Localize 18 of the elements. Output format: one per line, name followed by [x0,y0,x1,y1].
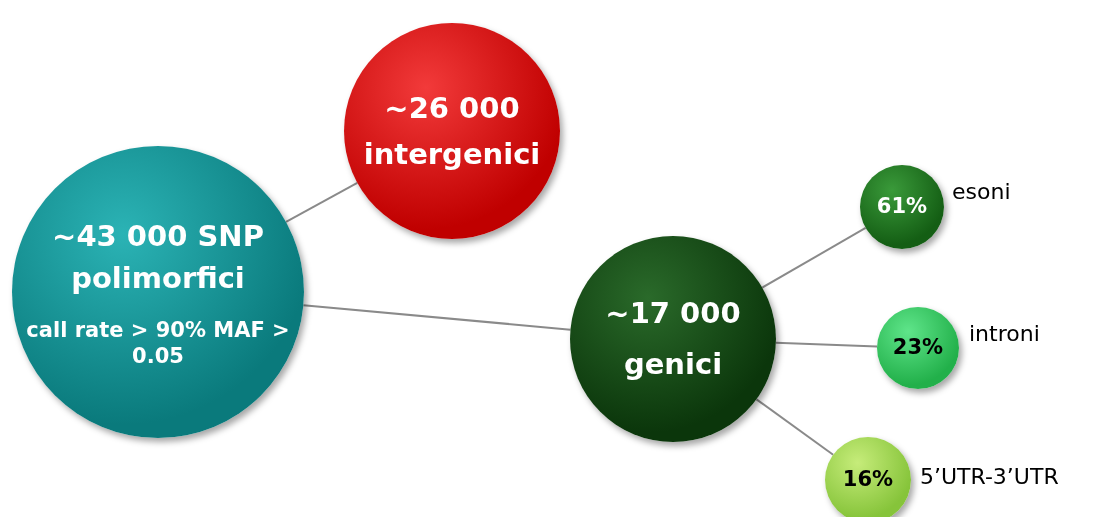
node-text: ~43 000 SNP polimorfici [51,217,265,297]
node-subtext: call rate > 90% MAF > 0.05 [25,316,291,370]
connector-line [761,227,867,289]
node-caption: introni [969,321,1040,346]
connector-line [285,181,359,223]
node-text: 61% [876,194,928,220]
circle-node [860,165,944,249]
node-text: 16% [842,467,894,493]
connector-line [755,398,835,456]
circle-node [825,437,911,517]
node-caption: 5’UTR-3’UTR [920,464,1059,489]
node-text: ~26 000 intergenici [362,89,542,173]
node-text: ~17 000 genici [604,295,742,383]
connector-line [302,304,572,331]
connector-line [774,341,879,348]
circle-node [877,307,959,389]
node-caption: esoni [952,179,1011,204]
node-text: 23% [892,335,944,361]
